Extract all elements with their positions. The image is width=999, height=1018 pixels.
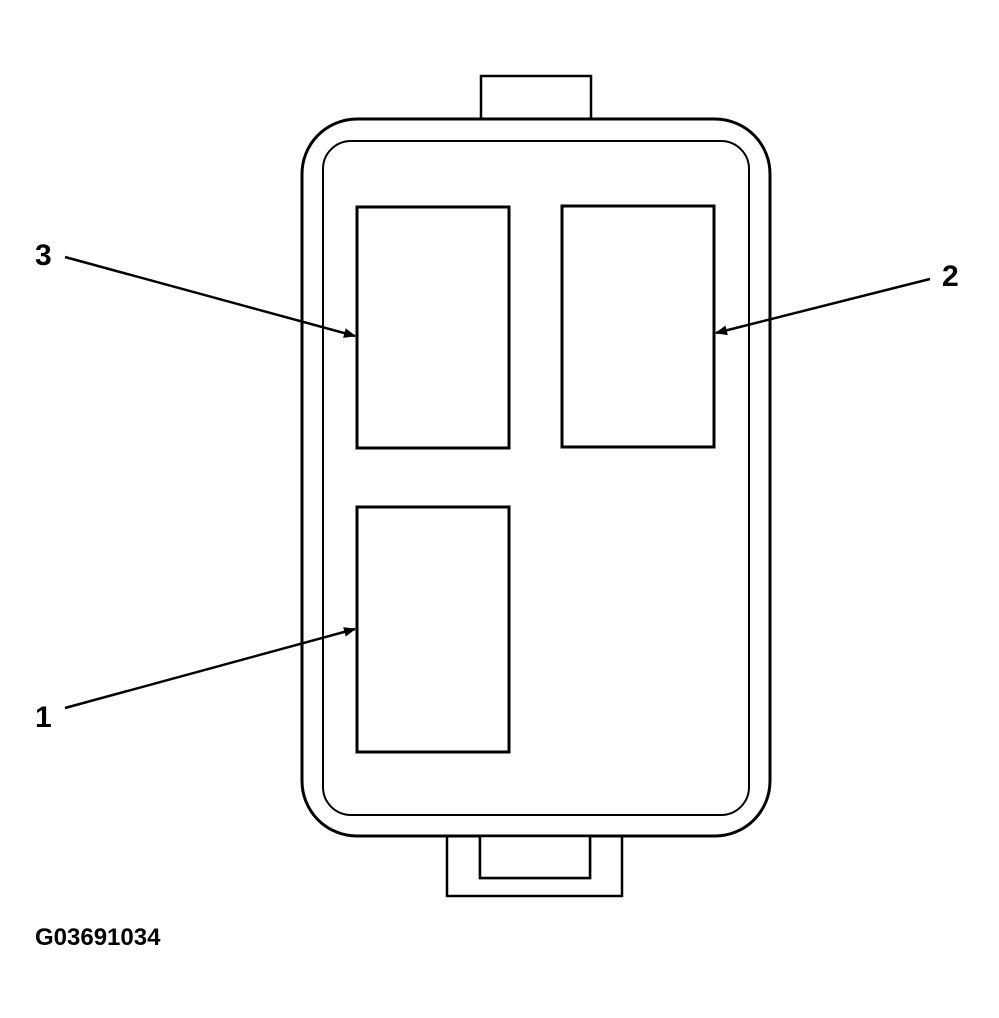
callout-label-1: 1 <box>35 701 52 734</box>
leader-line-2 <box>715 277 931 336</box>
leader-line-3 <box>64 255 356 338</box>
terminal-cavity-2 <box>560 204 716 449</box>
connector-housing-inner <box>322 140 750 816</box>
figure-id: G03691034 <box>35 924 161 951</box>
connector-top-tab <box>479 74 593 123</box>
terminal-cavity-1 <box>355 505 511 754</box>
callout-label-2: 2 <box>942 260 959 293</box>
leader-line-1 <box>64 627 356 710</box>
callout-label-3: 3 <box>35 239 52 272</box>
terminal-cavity-3 <box>355 205 511 450</box>
connector-bottom-latch-window <box>478 834 592 880</box>
